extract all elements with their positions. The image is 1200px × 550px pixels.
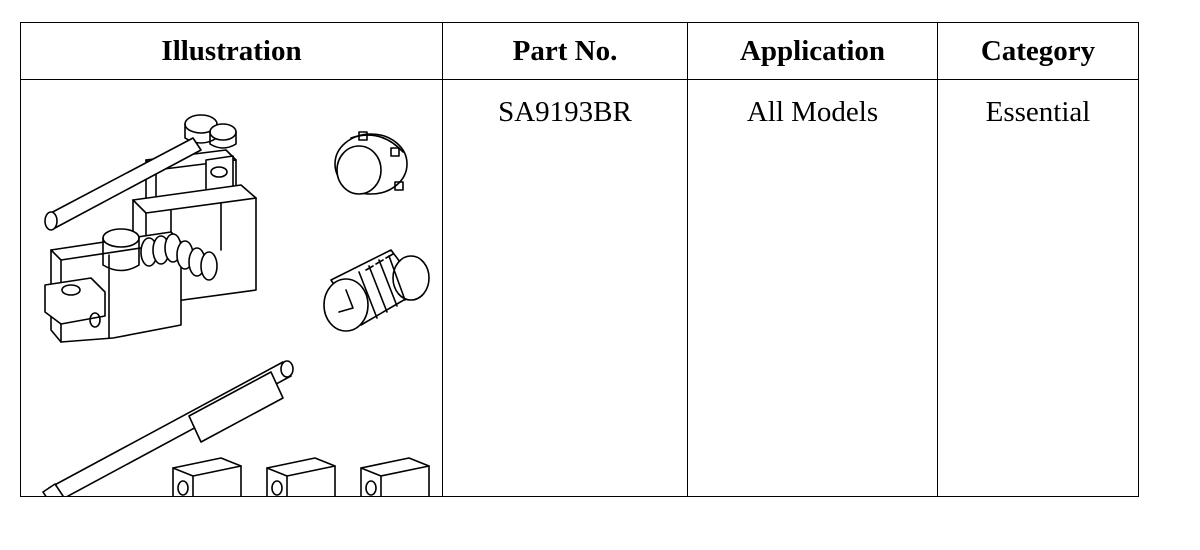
illustration-cell (20, 79, 443, 497)
category-value: Essential (985, 96, 1091, 128)
long-rod-drawing (42, 360, 294, 496)
header-category: Category (937, 22, 1139, 80)
header-application: Application (687, 22, 938, 80)
bearing-tool-kit-illustration (42, 114, 430, 496)
table-row: SA9193BR All Models Essential (20, 79, 1139, 497)
parts-table: Illustration Part No. Application Catego… (20, 22, 1139, 497)
part-no-cell: SA9193BR (442, 79, 688, 497)
header-illustration: Illustration (20, 22, 443, 80)
part-number-value: SA9193BR (498, 96, 632, 128)
press-block-drawing (44, 114, 257, 343)
header-row: Illustration Part No. Application Catego… (20, 22, 1139, 80)
ribbed-drum-drawing (323, 249, 430, 332)
application-cell: All Models (687, 79, 938, 497)
header-part-no: Part No. (442, 22, 688, 80)
drilled-blocks-drawing (172, 457, 430, 496)
ring-collar-drawing (334, 131, 408, 195)
category-cell: Essential (937, 79, 1139, 497)
application-value: All Models (746, 96, 879, 128)
